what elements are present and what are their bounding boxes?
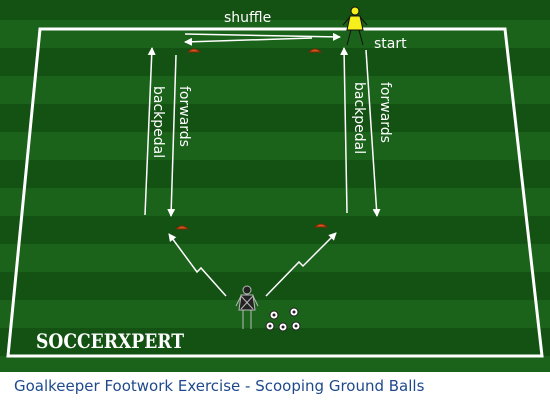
- goalkeeper-icon: [235, 285, 259, 329]
- ball-icon: [278, 322, 288, 332]
- ball-icon: [265, 321, 275, 331]
- ball-icon: [291, 321, 301, 331]
- forwards-label-right: forwards: [377, 82, 393, 143]
- forwards-arrow-left: [167, 54, 177, 217]
- shuffle-arrow-right: [184, 32, 341, 41]
- ball-icon: [289, 307, 299, 317]
- cone-icon: [186, 48, 202, 53]
- forwards-arrow-right: [365, 49, 381, 217]
- soccerxpert-logo: SOCCERXPERT: [36, 329, 184, 353]
- grass-stripes: [0, 20, 550, 372]
- start-label: start: [374, 36, 407, 52]
- cone-icon: [313, 223, 329, 228]
- served-ball-arrow-left: [168, 233, 227, 297]
- cone-icon: [174, 225, 190, 230]
- shuffle-arrow-left: [184, 37, 313, 46]
- shuffle-label: shuffle: [224, 10, 271, 26]
- backpedal-arrow-right: [340, 47, 349, 214]
- player-icon: [342, 6, 368, 46]
- backpedal-label-right: backpedal: [351, 82, 367, 154]
- cone-icon: [307, 48, 323, 53]
- caption: Goalkeeper Footwork Exercise - Scooping …: [0, 372, 550, 400]
- backpedal-arrow-left: [144, 47, 156, 216]
- served-ball-arrow-right: [265, 232, 337, 297]
- forwards-label-left: forwards: [176, 86, 192, 147]
- backpedal-label-left: backpedal: [150, 86, 166, 158]
- ball-icon: [269, 310, 279, 320]
